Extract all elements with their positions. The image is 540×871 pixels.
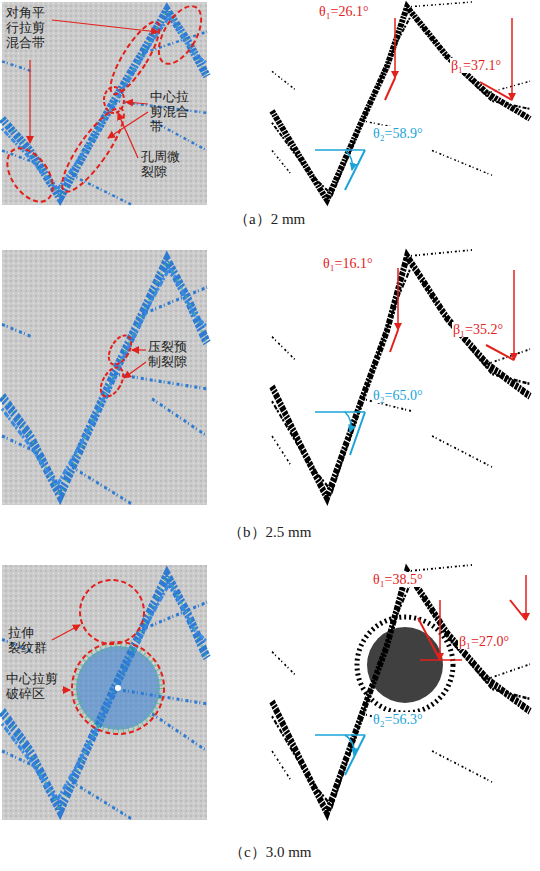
- angle-label: β₁=37.1°: [450, 58, 502, 73]
- angle-label: θ₁=38.5°: [372, 572, 424, 587]
- angle-label: θ₂=58.9°: [372, 126, 424, 141]
- region-label: 孔周微 裂隙: [141, 150, 180, 180]
- panel-caption: （a）2 mm: [234, 210, 305, 229]
- angle-label: θ₂=56.3°: [372, 712, 424, 727]
- angle-label: β₁=35.2°: [452, 322, 504, 337]
- angle-label: θ₁=26.1°: [318, 4, 370, 19]
- angle-label: θ₁=16.1°: [322, 256, 374, 271]
- region-label: 压裂预 制裂隙: [148, 340, 187, 370]
- angle-label: θ₂=65.0°: [372, 388, 424, 403]
- region-label: 中心拉 剪混合 带: [150, 90, 189, 135]
- region-label: 拉伸 裂纹群: [8, 626, 47, 656]
- region-label: 中心拉剪 破碎区: [6, 672, 58, 702]
- angle-label: β₁=27.0°: [458, 634, 510, 649]
- panel-caption: （b）2.5 mm: [228, 523, 311, 542]
- region-label: 对角平 行拉剪 混合带: [6, 6, 45, 51]
- panel-caption: （c）3.0 mm: [229, 843, 312, 862]
